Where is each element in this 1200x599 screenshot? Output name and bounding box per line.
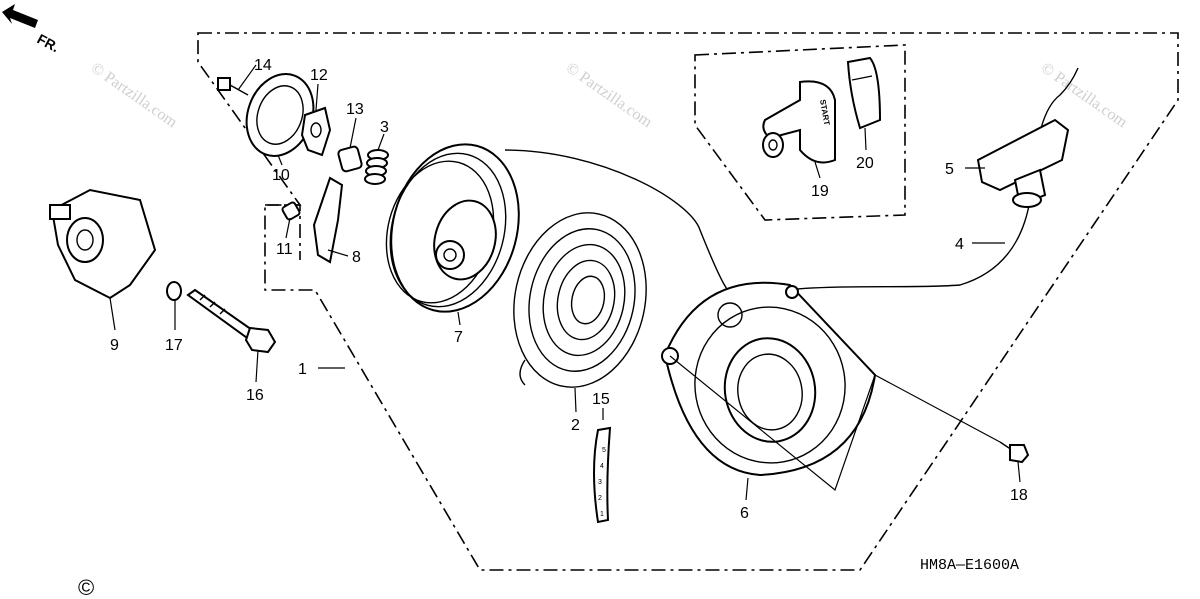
rope-guide-mark: 1 [600,511,604,518]
assembly-boundary [197,32,1179,571]
callout-11: 11 [276,241,293,258]
leader-lines [109,64,1021,501]
mounting-lead [669,355,876,492]
copyright-mark: © [78,575,94,599]
ratchet-pawl [312,176,344,264]
grip-start-label: START [818,99,831,126]
callout-12: 12 [310,67,328,84]
callout-7: 7 [454,329,463,346]
callouts: 1 2 3 4 5 6 7 8 9 10 11 12 13 14 15 16 1… [110,57,1028,522]
callout-17: 17 [165,337,183,354]
rope-reel [385,143,520,313]
rope-guide-tag: 5 4 3 2 1 [593,426,612,524]
drawing-code: HM8A—E1600A [920,557,1019,574]
callout-16: 16 [246,387,264,404]
callout-2: 2 [571,417,580,434]
collar [337,145,363,173]
callout-3: 3 [380,119,389,136]
rope-guide-mark: 5 [602,447,606,454]
ratchet-pin [281,201,301,221]
rope-guide-mark: 4 [600,463,604,470]
rope-guide-mark: 2 [598,495,602,502]
starter-handle [976,118,1070,208]
callout-5: 5 [945,161,954,178]
grip-subassembly-boundary [694,44,906,221]
friction-spring [300,106,332,157]
callout-1: 1 [298,361,307,378]
callout-18: 18 [1010,487,1028,504]
small-bolt [217,77,249,96]
callout-10: 10 [272,167,290,184]
callout-13: 13 [346,101,364,118]
bolt-lead [874,374,1001,443]
watermark-layer: © Partzilla.com © Partzilla.com © Partzi… [88,59,1131,131]
grip-insert [846,56,882,130]
callout-14: 14 [254,57,272,74]
starter-rope [504,149,741,301]
coil-spring [364,149,389,185]
starter-grip: START [762,80,836,164]
recoil-spring [513,212,647,388]
rope-guide-mark: 3 [598,479,602,486]
watermark: © Partzilla.com [88,59,181,131]
starter-case [661,281,877,477]
pawl-subassembly-boundary [265,204,301,260]
case-bolt [999,441,1030,464]
callout-9: 9 [110,337,119,354]
callout-19: 19 [811,183,829,200]
callout-4: 4 [955,236,964,253]
callout-8: 8 [352,249,361,266]
flange-bolt [186,288,277,354]
callout-15: 15 [592,391,610,408]
direction-indicator: FR. [2,4,62,55]
front-arrow-icon [2,4,38,28]
watermark: © Partzilla.com [563,59,656,131]
starter-pulley [49,188,157,300]
direction-label: FR. [35,31,62,56]
callout-6: 6 [740,505,749,522]
callout-20: 20 [856,155,874,172]
washer [166,281,182,301]
